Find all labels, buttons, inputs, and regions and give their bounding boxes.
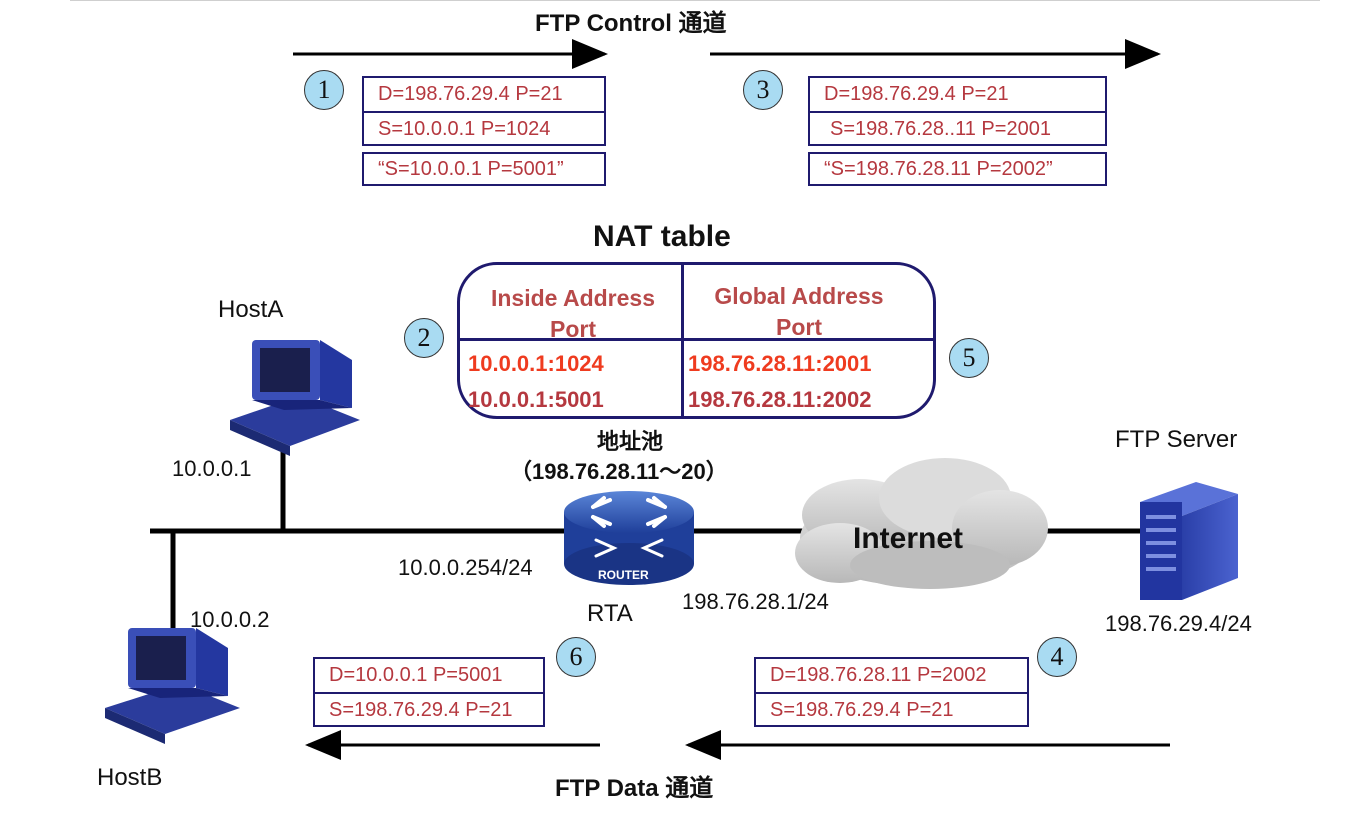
packet-4-box: D=198.76.28.11 P=2002 S=198.76.29.4 P=21 (754, 657, 1029, 727)
hostb-computer-icon (105, 628, 240, 744)
packet-3-dest: D=198.76.29.4 P=21 (824, 83, 1009, 105)
packet-3-header-box: D=198.76.29.4 P=21 S=198.76.28..11 P=200… (808, 76, 1107, 146)
packet-1-payload: “S=10.0.0.1 P=5001” (378, 158, 564, 180)
step-3-badge: 3 (743, 70, 783, 110)
internet-label: Internet (853, 522, 964, 555)
ftp-server-ip: 198.76.29.4/24 (1105, 611, 1252, 636)
hosta-computer-icon (230, 340, 360, 456)
packet-4-dest: D=198.76.28.11 P=2002 (770, 664, 987, 686)
nat-row-1-global: 198.76.28.11:2001 (688, 351, 872, 376)
step-4-badge: 4 (1037, 637, 1077, 677)
nat-table: Inside Address Port Global Address Port … (457, 262, 936, 419)
nat-col-inside-header: Inside Address Port (468, 283, 678, 345)
nat-header-divider (460, 338, 933, 341)
nat-col-inside-line2: Port (550, 316, 596, 342)
packet-4-src: S=198.76.29.4 P=21 (756, 692, 1027, 725)
packet-3-payload: “S=198.76.28.11 P=2002” (824, 158, 1053, 180)
packet-6-box: D=10.0.0.1 P=5001 S=198.76.29.4 P=21 (313, 657, 545, 727)
step-5-badge: 5 (949, 338, 989, 378)
nat-row-2-global: 198.76.28.11:2002 (688, 387, 872, 412)
packet-3-payload-box: “S=198.76.28.11 P=2002” (808, 152, 1107, 186)
top-divider (70, 0, 1320, 1)
ftp-server-icon (1140, 482, 1238, 600)
address-pool-label: 地址池 (597, 429, 664, 454)
hostb-ip: 10.0.0.2 (190, 607, 270, 632)
control-channel-label: FTP Control 通道 (535, 10, 727, 37)
hostb-name: HostB (97, 764, 163, 791)
hosta-ip: 10.0.0.1 (172, 456, 252, 481)
nat-row-2-inside: 10.0.0.1:5001 (468, 387, 604, 412)
packet-1-dest: D=198.76.29.4 P=21 (378, 83, 563, 105)
packet-1-header-box: D=198.76.29.4 P=21 S=10.0.0.1 P=1024 (362, 76, 606, 146)
step-6-badge: 6 (556, 637, 596, 677)
packet-6-dest: D=10.0.0.1 P=5001 (329, 664, 503, 686)
router-name: RTA (587, 600, 633, 627)
step-1-badge: 1 (304, 70, 344, 110)
router-icon (564, 491, 694, 585)
packet-3-src: S=198.76.28..11 P=2001 (810, 111, 1105, 144)
address-pool-range: （198.76.28.11～20） (510, 459, 728, 484)
nat-col-global-line2: Port (776, 314, 822, 340)
packet-6-src: S=198.76.29.4 P=21 (315, 692, 543, 725)
nat-table-title: NAT table (593, 220, 731, 253)
packet-1-src: S=10.0.0.1 P=1024 (364, 111, 604, 144)
nat-row-1-inside: 10.0.0.1:1024 (468, 351, 604, 376)
router-badge: ROUTER (598, 568, 649, 582)
nat-col-global-header: Global Address Port (684, 281, 914, 343)
internet-cloud-icon (795, 458, 1048, 589)
router-inside-ip: 10.0.0.254/24 (398, 555, 533, 580)
router-outside-ip: 198.76.28.1/24 (682, 589, 829, 614)
ftp-server-name: FTP Server (1115, 426, 1238, 453)
hosta-name: HostA (218, 296, 284, 323)
packet-1-payload-box: “S=10.0.0.1 P=5001” (362, 152, 606, 186)
step-2-badge: 2 (404, 318, 444, 358)
nat-col-inside-line1: Inside Address (490, 285, 656, 311)
data-channel-label: FTP Data 通道 (555, 775, 714, 802)
nat-col-global-line1: Global Address (714, 283, 884, 309)
